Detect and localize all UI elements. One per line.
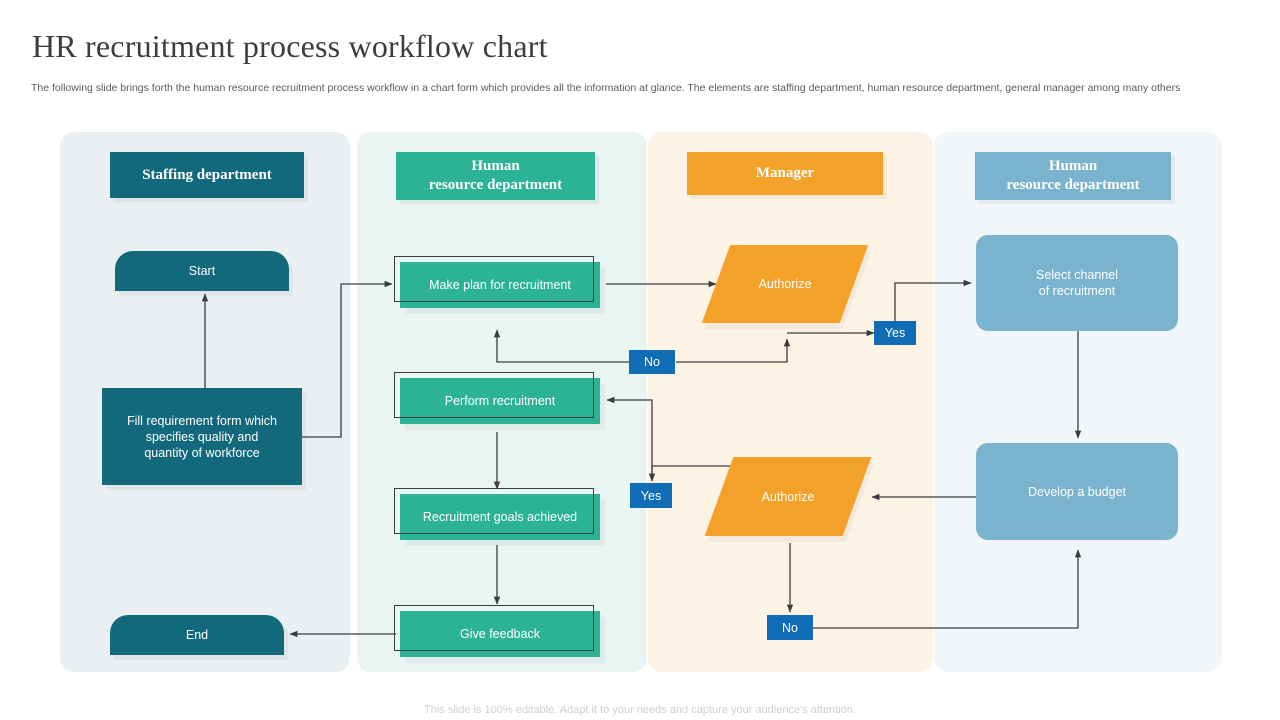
lane-panel-manager [648,132,933,672]
node-select-channel[interactable]: Select channel of recruitment [976,235,1178,331]
node-authorize-bottom-label: Authorize [761,489,815,504]
lane-header-hr-right-line2: resource department [1006,177,1140,193]
badge-no-bottom-label: No [782,620,798,635]
badge-no-top[interactable]: No [629,350,675,374]
node-give-feedback[interactable]: Give feedback [400,611,600,657]
badge-no-top-label: No [644,355,660,369]
node-fill-requirement-form[interactable]: Fill requirement form which specifies qu… [102,388,302,485]
node-end-label: End [185,628,209,642]
node-select-channel-line2: of recruitment [1038,284,1116,298]
lane-header-staffing: Staffing department [110,152,304,198]
lane-header-manager-label: Manager [755,165,815,181]
page-subtitle: The following slide brings forth the hum… [31,82,1181,94]
lane-header-hr-right: Human resource department [975,152,1171,200]
node-authorize-bottom[interactable]: Authorize [704,457,872,536]
node-make-plan-label: Make plan for recruitment [429,278,571,292]
node-perform-recruitment[interactable]: Perform recruitment [400,378,600,424]
node-select-channel-line1: Select channel [1035,268,1118,282]
node-fill-form-line3: quantity of workforce [144,445,260,460]
slide-footer-note: This slide is 100% editable. Adapt it to… [424,704,856,716]
page-title: HR recruitment process workflow chart [32,28,548,64]
lane-header-staffing-label: Staffing department [142,166,272,183]
node-give-feedback-label: Give feedback [460,627,540,641]
badge-yes-top[interactable]: Yes [874,321,916,345]
badge-no-bottom[interactable]: No [767,615,813,640]
node-make-plan[interactable]: Make plan for recruitment [400,262,600,308]
node-authorize-top[interactable]: Authorize [701,245,869,323]
lane-header-hr-right-line1: Human [1048,158,1098,174]
lane-panel-hr-right [934,132,1222,672]
node-recruitment-goals-achieved[interactable]: Recruitment goals achieved [400,494,600,540]
node-end[interactable]: End [110,615,284,655]
lane-header-hr-left-line1: Human [471,158,520,174]
node-develop-budget[interactable]: Develop a budget [976,443,1178,540]
node-authorize-top-label: Authorize [758,277,812,291]
node-fill-form-line1: Fill requirement form which [126,413,278,428]
badge-yes-top-label: Yes [884,326,906,340]
node-start-label: Start [188,264,216,278]
node-perform-recruitment-label: Perform recruitment [444,394,556,408]
lane-header-manager: Manager [687,152,883,195]
badge-yes-bottom[interactable]: Yes [630,483,672,508]
node-start[interactable]: Start [115,251,289,291]
lane-header-hr-left-line2: resource department [428,177,563,193]
node-goals-label: Recruitment goals achieved [422,510,578,524]
node-develop-budget-label: Develop a budget [1028,484,1126,499]
node-fill-form-line2: specifies quality and [145,429,259,444]
badge-yes-bottom-label: Yes [640,488,662,503]
lane-header-hr-left: Human resource department [396,152,595,200]
